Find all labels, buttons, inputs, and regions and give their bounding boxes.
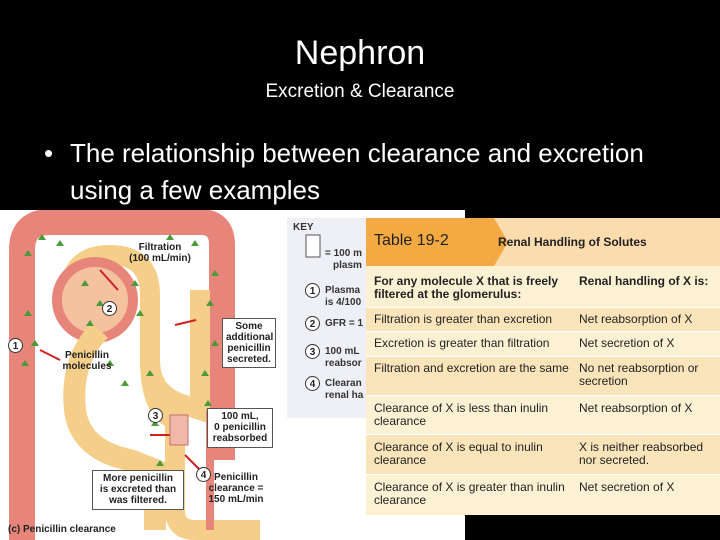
table-cell: Net reabsorption of X — [579, 312, 693, 326]
table-cell: Net secretion of X — [579, 336, 675, 350]
key-title: KEY — [293, 222, 314, 233]
table-cell: Clearance of X is less than inulin clear… — [374, 401, 549, 428]
bullet-text: The relationship between clearance and e… — [70, 138, 644, 205]
row-divider — [366, 474, 720, 475]
key-line-4a: 100 mL — [325, 346, 360, 357]
key-line-4b: reabsor — [325, 358, 362, 369]
molecules-label: Penicillin molecules — [62, 350, 112, 372]
key-line-5a: Clearan — [325, 378, 362, 389]
filtration-label: Filtration (100 mL/min) — [129, 242, 191, 264]
key-line-1a: = 100 m — [325, 248, 362, 259]
descending-tubule — [63, 322, 166, 530]
table-cell: Renal handling of X is: — [579, 274, 709, 288]
table-cell: Net secretion of X — [579, 480, 675, 494]
table-cell: Clearance of X is greater than inulin cl… — [374, 480, 565, 507]
slide-subtitle: Excretion & Clearance — [265, 81, 455, 102]
table-cell: For any molecule X that is freely filter… — [374, 274, 559, 301]
step-3-badge: 3 — [148, 408, 163, 423]
step-2-badge: 2 — [102, 301, 117, 316]
bullet-dot-icon: • — [44, 138, 54, 168]
row-divider — [366, 307, 720, 308]
table-row: Clearance of X is equal to inulin cleara… — [366, 435, 720, 474]
table-row: Clearance of X is greater than inulin cl… — [366, 475, 720, 515]
step-4-badge: 4 — [196, 467, 211, 482]
table-row: Excretion is greater than filtration Net… — [366, 332, 720, 356]
penicillin-molecules — [21, 234, 219, 506]
row-divider — [366, 434, 720, 435]
step-1-badge: 1 — [8, 338, 23, 353]
key-line-2b: is 4/100 — [325, 297, 362, 308]
blood-vessel — [9, 210, 235, 540]
row-divider — [366, 331, 720, 332]
excreted-label: More penicillin is excreted than was fil… — [92, 470, 184, 510]
bullet-point: • The relationship between clearance and… — [44, 135, 684, 209]
table-row: Filtration is greater than excretion Net… — [366, 308, 720, 331]
table-cell: Filtration and excretion are the same — [374, 361, 569, 375]
loop-of-henle — [140, 290, 260, 540]
key-line-5b: renal ha — [325, 390, 364, 401]
table-row: For any molecule X that is freely filter… — [366, 272, 720, 304]
key-swatch-icon — [305, 234, 321, 258]
key-line-2a: Plasma — [325, 285, 361, 296]
slide-title: Nephron — [294, 34, 426, 72]
table-number-tab: Table 19-2 — [366, 218, 508, 266]
renal-handling-table: Table 19-2 Renal Handling of Solutes For… — [366, 218, 720, 515]
key-line-3: GFR = 1 — [325, 318, 364, 329]
key-step-3-badge: 3 — [305, 344, 320, 359]
table-cell: Net reabsorption of X — [579, 401, 693, 415]
table-row: Filtration and excretion are the same No… — [366, 357, 720, 395]
row-divider — [366, 356, 720, 357]
key-line-1b: plasm — [333, 260, 362, 271]
table-header: Table 19-2 Renal Handling of Solutes — [366, 218, 720, 266]
secreted-label: Some additional penicillin secreted. — [222, 318, 276, 368]
table-cell: Excretion is greater than filtration — [374, 336, 550, 350]
table-cell: Filtration is greater than excretion — [374, 312, 553, 326]
clearance-label: Penicillin clearance = 150 mL/min — [208, 472, 264, 505]
key-step-4-badge: 4 — [305, 376, 320, 391]
table-cell: X is neither reabsorbed nor secreted. — [579, 440, 704, 467]
table-cell: No net reabsorption or secretion — [579, 361, 699, 388]
reabsorbed-label: 100 mL, 0 penicillin reabsorbed — [207, 408, 273, 448]
key-step-1-badge: 1 — [305, 283, 320, 298]
table-heading: Renal Handling of Solutes — [498, 235, 647, 249]
row-divider — [366, 395, 720, 396]
table-cell: Clearance of X is equal to inulin cleara… — [374, 440, 543, 467]
table-number: Table 19-2 — [374, 232, 449, 249]
collecting-duct — [169, 414, 189, 446]
table-row: Clearance of X is less than inulin clear… — [366, 396, 720, 434]
key-step-2-badge: 2 — [305, 316, 320, 331]
figure-caption: (c) Penicillin clearance — [8, 524, 116, 535]
